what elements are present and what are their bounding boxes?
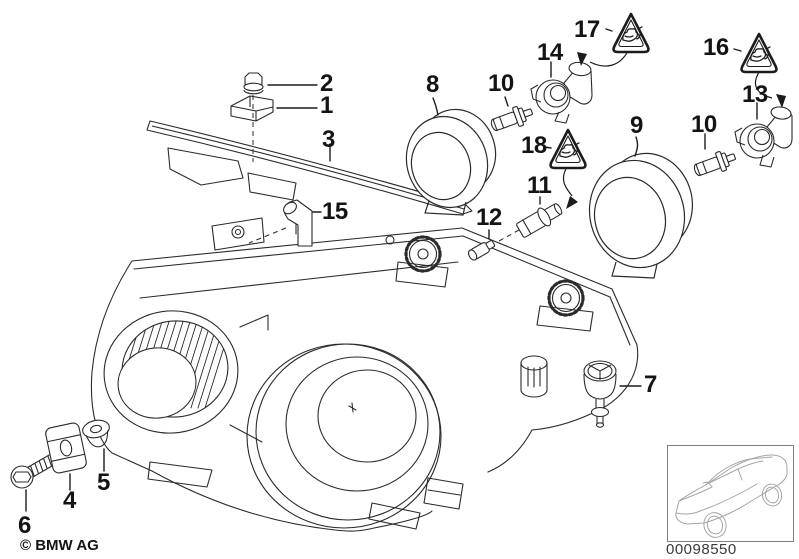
small-bulb-part <box>467 239 496 261</box>
callout-3[interactable]: 3 <box>322 126 335 153</box>
connector-13-part <box>734 106 793 168</box>
hex-nut-part <box>243 72 264 95</box>
rubber-cap-8-part <box>405 108 497 216</box>
vent-tube-dashed-leader <box>248 227 287 244</box>
grommet-part <box>82 419 110 448</box>
diagram-number: 00098550 <box>666 541 737 558</box>
bulb-10-right-part <box>691 146 739 181</box>
warning-arrows <box>562 50 786 209</box>
callout-15[interactable]: 15 <box>322 198 348 225</box>
warning-triangle-18-icon <box>549 128 587 170</box>
callout-18[interactable]: 18 <box>521 132 547 159</box>
copyright-text: © BMW AG <box>20 537 99 554</box>
sealing-strip-part <box>146 120 473 215</box>
sheet-metal-clip-part <box>230 95 274 122</box>
callout-6[interactable]: 6 <box>18 512 31 539</box>
callout-14[interactable]: 14 <box>537 39 563 66</box>
plate-nut-part <box>45 422 87 474</box>
bulb-holder-part <box>516 203 563 238</box>
headlight-housing <box>90 217 639 532</box>
callout-11[interactable]: 11 <box>527 172 552 199</box>
callout-10-right[interactable]: 10 <box>691 111 717 138</box>
callout-17[interactable]: 17 <box>574 16 600 43</box>
bulb-10-left-part <box>488 101 536 136</box>
callout-8[interactable]: 8 <box>426 71 439 98</box>
callout-16[interactable]: 16 <box>703 34 729 61</box>
connector-14-part <box>530 61 593 124</box>
callout-5[interactable]: 5 <box>97 469 110 496</box>
warning-triangle-17-icon <box>612 12 650 54</box>
callout-13[interactable]: 13 <box>742 81 768 108</box>
callout-12[interactable]: 12 <box>476 204 502 231</box>
small-bulb-dashed-leader <box>498 229 520 242</box>
warning-triangle-16-icon <box>740 32 778 74</box>
vent-tube-part <box>283 199 313 247</box>
callout-7[interactable]: 7 <box>644 371 657 398</box>
expanding-rivet-part <box>583 360 617 428</box>
leader-lines <box>25 28 758 512</box>
callout-4[interactable]: 4 <box>63 487 76 514</box>
callout-10-left[interactable]: 10 <box>488 70 514 97</box>
callout-2[interactable]: 2 <box>320 70 333 97</box>
car-thumbnail <box>667 445 794 542</box>
rubber-cap-9-part <box>588 152 694 279</box>
callout-1[interactable]: 1 <box>320 92 333 119</box>
callout-9[interactable]: 9 <box>630 112 643 139</box>
car-silhouette-icon <box>675 454 788 538</box>
